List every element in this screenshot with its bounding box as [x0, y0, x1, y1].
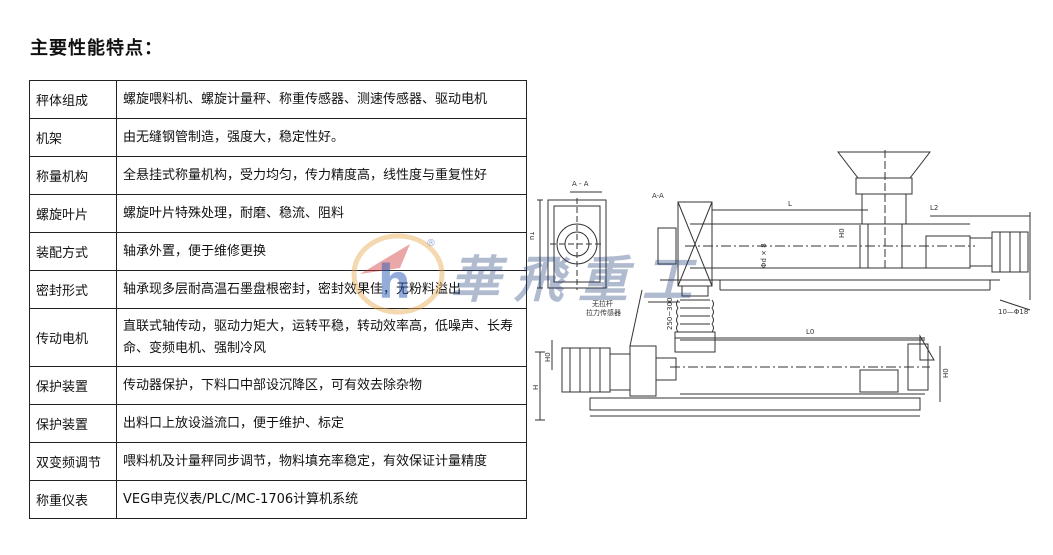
label-h-left: H: [532, 385, 540, 390]
spec-value: 传动器保护，下料口中部设沉降区，可有效去除杂物: [116, 366, 527, 405]
spec-key: 保护装置: [29, 404, 117, 443]
spec-key: 装配方式: [29, 232, 117, 271]
table-row: 装配方式轴承外置，便于维修更换: [29, 232, 527, 271]
label-sensor-2: 拉力传感器: [586, 308, 621, 317]
spec-value: 出料口上放设溢流口，便于维护、标定: [116, 404, 527, 443]
spec-value: 螺旋喂料机、螺旋计量秤、称重传感器、测速传感器、驱动电机: [116, 80, 527, 119]
label-l: L: [788, 200, 792, 208]
label-aa: A-A: [652, 192, 664, 200]
spec-value: 全悬挂式称量机构，受力均匀，传力精度高，线性度与重复性好: [116, 156, 527, 195]
spec-key: 密封形式: [29, 270, 117, 309]
table-row: 传动电机直联式轴传动，驱动力矩大，运转平稳，转动效率高，低噪声、长寿命、变频电机…: [29, 308, 527, 367]
spec-value: 由无缝钢管制造，强度大，稳定性好。: [116, 118, 527, 157]
label-h0-left: H0: [544, 352, 552, 362]
table-row: 保护装置出料口上放设溢流口，便于维护、标定: [29, 404, 527, 443]
label-sensor-1: 无拉杆: [592, 299, 613, 308]
spec-key: 双变频调节: [29, 442, 117, 481]
spec-value: 直联式轴传动，驱动力矩大，运转平稳，转动效率高，低噪声、长寿命、变频电机、强制冷…: [116, 308, 527, 367]
aa-section-view: [537, 191, 607, 290]
label-l2: L2: [930, 204, 938, 212]
label-h0-top: H0: [838, 228, 846, 238]
table-row: 保护装置 传动器保护，下料口中部设沉降区，可有效去除杂物: [29, 366, 527, 405]
lower-scale-body: [535, 285, 941, 421]
table-row: 机架由无缝钢管制造，强度大，稳定性好。: [29, 118, 527, 157]
label-h0-right: H0: [942, 368, 950, 378]
spec-value: 螺旋叶片特殊处理，耐磨、稳流、阻料: [116, 194, 527, 233]
spec-key: 保护装置: [29, 366, 117, 405]
spec-key: 秤体组成: [29, 80, 117, 119]
upper-scale-body: [657, 150, 1031, 311]
spec-value: 轴承现多层耐高温石墨盘根密封，密封效果佳，无粉料溢出: [116, 270, 527, 309]
label-dia: Φd × 8: [760, 243, 768, 268]
spec-key: 传动电机: [29, 308, 117, 367]
spec-value: VEG申克仪表/PLC/MC-1706计算机系统: [116, 480, 527, 519]
page-title: 主要性能特点：: [30, 38, 163, 59]
spec-key: 称重仪表: [29, 480, 117, 519]
label-h1: h1: [530, 231, 536, 240]
table-row: 螺旋叶片螺旋叶片特殊处理，耐磨、稳流、阻料: [29, 194, 527, 233]
label-bolt: 10—Φ18: [998, 308, 1028, 316]
label-aa-small: A - A: [572, 180, 589, 188]
spec-table: 秤体组成螺旋喂料机、螺旋计量秤、称重传感器、测速传感器、驱动电机 机架由无缝钢管…: [29, 80, 527, 519]
label-l0: L0: [806, 328, 814, 336]
label-250: 250~300: [666, 297, 674, 330]
table-row: 称量机构全悬挂式称量机构，受力均匀，传力精度高，线性度与重复性好: [29, 156, 527, 195]
table-row: 秤体组成螺旋喂料机、螺旋计量秤、称重传感器、测速传感器、驱动电机: [29, 80, 527, 119]
spec-key: 螺旋叶片: [29, 194, 117, 233]
table-row: 密封形式轴承现多层耐高温石墨盘根密封，密封效果佳，无粉料溢出: [29, 270, 527, 309]
screw-scale-drawing: A - A A-A L L2 H0 h1 Φd × 8 250~300 无拉杆 …: [530, 150, 1031, 421]
spec-value: 喂料机及计量秤同步调节，物料填充率稳定，有效保证计量精度: [116, 442, 527, 481]
spec-key: 机架: [29, 118, 117, 157]
table-row: 双变频调节喂料机及计量秤同步调节，物料填充率稳定，有效保证计量精度: [29, 442, 527, 481]
spec-value: 轴承外置，便于维修更换: [116, 232, 527, 271]
spec-key: 称量机构: [29, 156, 117, 195]
